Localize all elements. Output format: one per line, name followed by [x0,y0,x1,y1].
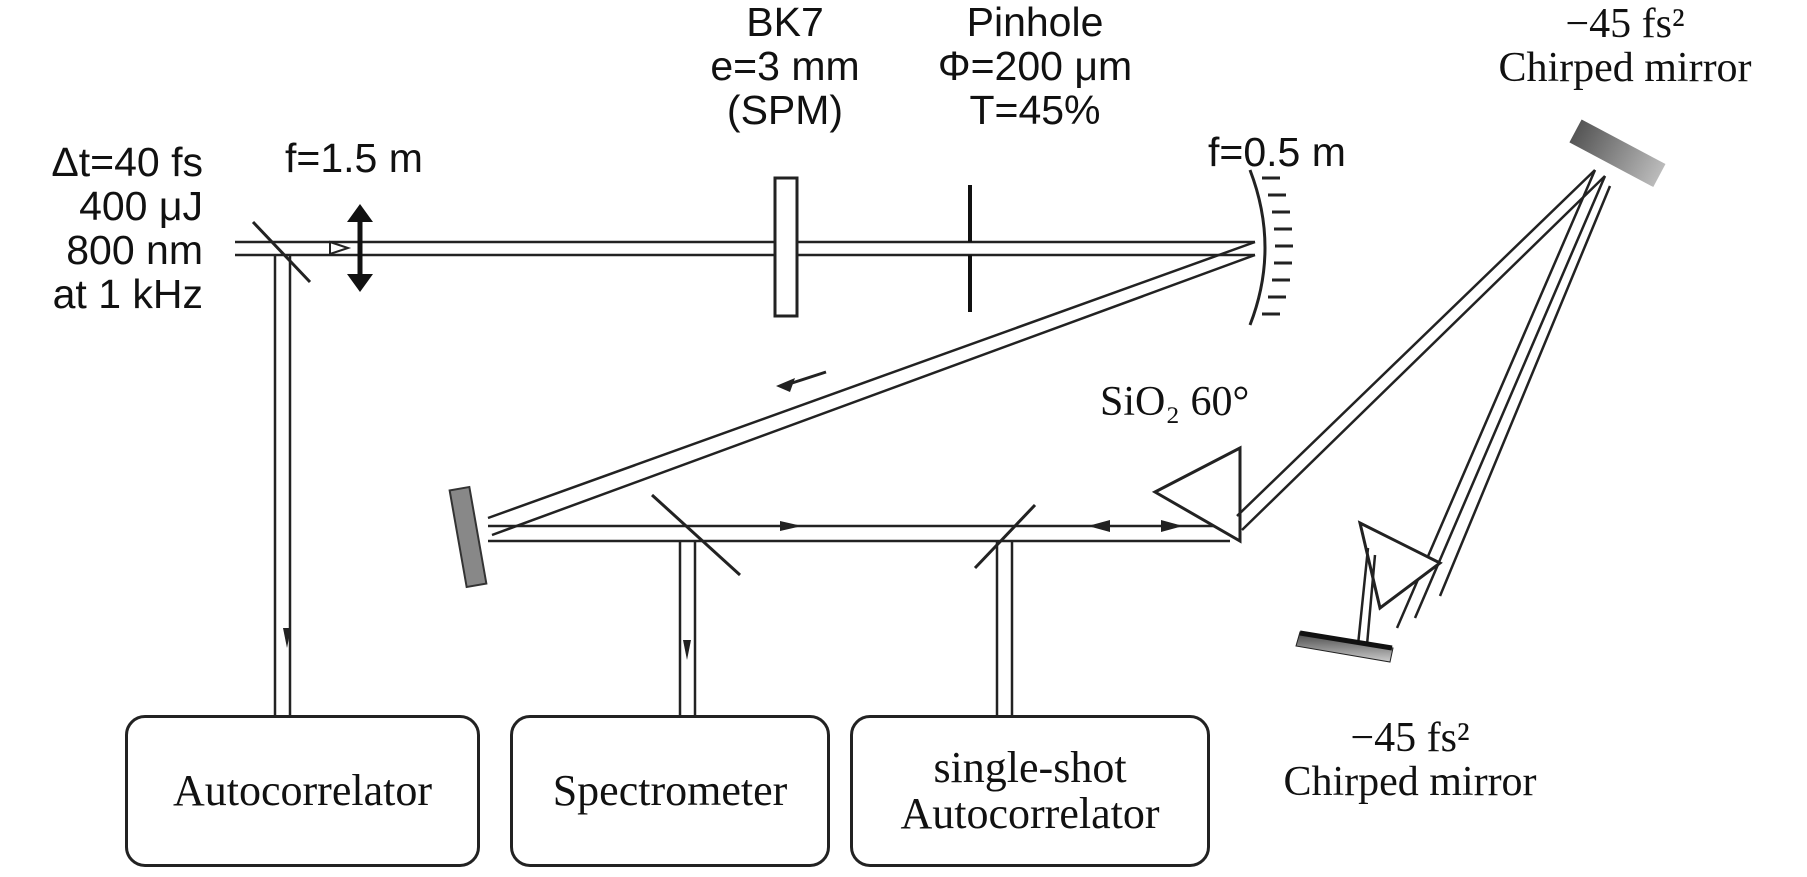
bottom-mirror-beams [1356,547,1377,646]
lens-double-arrow [347,204,373,292]
single-shot-label-line1: single-shot [933,743,1127,792]
curved-mirror-focal-label: f=0.5 m [1208,129,1346,175]
prism-left [1151,445,1242,544]
beam-direction-arrow-3 [780,521,802,531]
spectrometer-beam-arrow [683,640,691,660]
single-shot-beamsplitter [973,503,1037,570]
input-beam [235,240,1255,257]
prism-right [1357,520,1443,611]
horizontal-beam [488,524,1230,543]
pinhole-label: Pinhole Φ=200 μm T=45% [920,0,1150,132]
pinhole-transmission: T=45% [969,87,1101,133]
beam-direction-arrow-2-shaft [791,370,827,385]
bk7-spm: (SPM) [726,87,844,133]
beam-direction-arrow-1 [329,240,352,256]
bk7-plate [773,176,799,318]
autocorrelator-beam [273,255,292,715]
beam-direction-arrow-5 [1161,520,1183,532]
single-shot-label-line2: Autocorrelator [900,789,1160,838]
bk7-label: BK7 e=3 mm (SPM) [690,0,880,132]
bk7-thickness: e=3 mm [710,43,860,89]
autocorrelator-box: Autocorrelator [125,715,480,867]
chirped-mirror-bottom-label: −45 fs² Chirped mirror [1230,716,1590,804]
bk7-name: BK7 [746,0,824,45]
spectrometer-box: Spectrometer [510,715,830,867]
spectrometer-beam [678,541,697,715]
return-diagonal-beam [487,240,1256,537]
lens-focal-label: f=1.5 m [285,135,423,181]
spectrometer-label: Spectrometer [552,766,788,815]
pinhole-diameter: Φ=200 μm [937,43,1133,89]
curved-mirror [1248,169,1293,326]
chirped-mirror-beams [1236,169,1612,629]
beam-direction-arrow-2 [776,378,795,392]
spectrometer-beamsplitter [650,493,742,577]
single-shot-autocorrelator-box: single-shot Autocorrelator [850,715,1210,867]
chirped-mirror-bottom-edge [1299,630,1393,651]
flat-mirror-left [448,485,488,589]
source-label: Δt=40 fs 400 μJ 800 nm at 1 kHz [0,140,203,316]
source-energy: 400 μJ [79,183,203,229]
chirped-mirror-bottom-name: Chirped mirror [1283,759,1537,805]
source-pulse-duration: Δt=40 fs [51,139,203,185]
chirped-mirror-top-name: Chirped mirror [1498,45,1752,91]
beam-direction-arrow-4 [1088,520,1110,532]
source-rep-rate: at 1 kHz [52,271,203,317]
chirped-mirror-bottom-gdd: −45 fs² [1350,715,1470,761]
pinhole-name: Pinhole [966,0,1104,45]
source-wavelength: 800 nm [66,227,203,273]
chirped-mirror-top [1569,119,1666,188]
chirped-mirror-top-label: −45 fs² Chirped mirror [1455,2,1795,90]
prism-label: SiO₂ 60° [1100,379,1250,425]
single-shot-beam [995,541,1014,715]
input-beamsplitter [251,220,312,284]
autocorrelator-label: Autocorrelator [173,766,432,815]
autocorrelator-beam-arrow [283,628,291,648]
chirped-mirror-top-gdd: −45 fs² [1565,1,1685,47]
